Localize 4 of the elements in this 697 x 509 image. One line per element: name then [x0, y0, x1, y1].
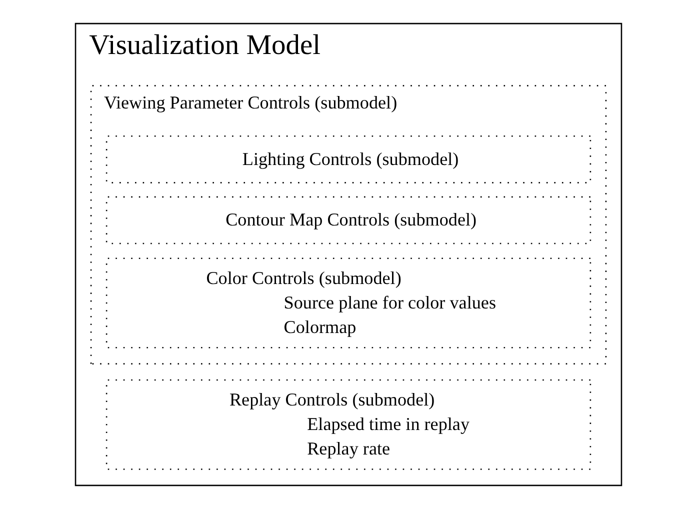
- node-box: Lighting Controls (submodel): [106, 135, 592, 184]
- node-box: Contour Map Controls (submodel): [106, 196, 592, 244]
- node-box: Color Controls (submodel) Source plane for color values Colormap: [106, 258, 592, 348]
- node-box: Replay Controls (submodel) Elapsed time in replay Replay rate: [106, 379, 592, 470]
